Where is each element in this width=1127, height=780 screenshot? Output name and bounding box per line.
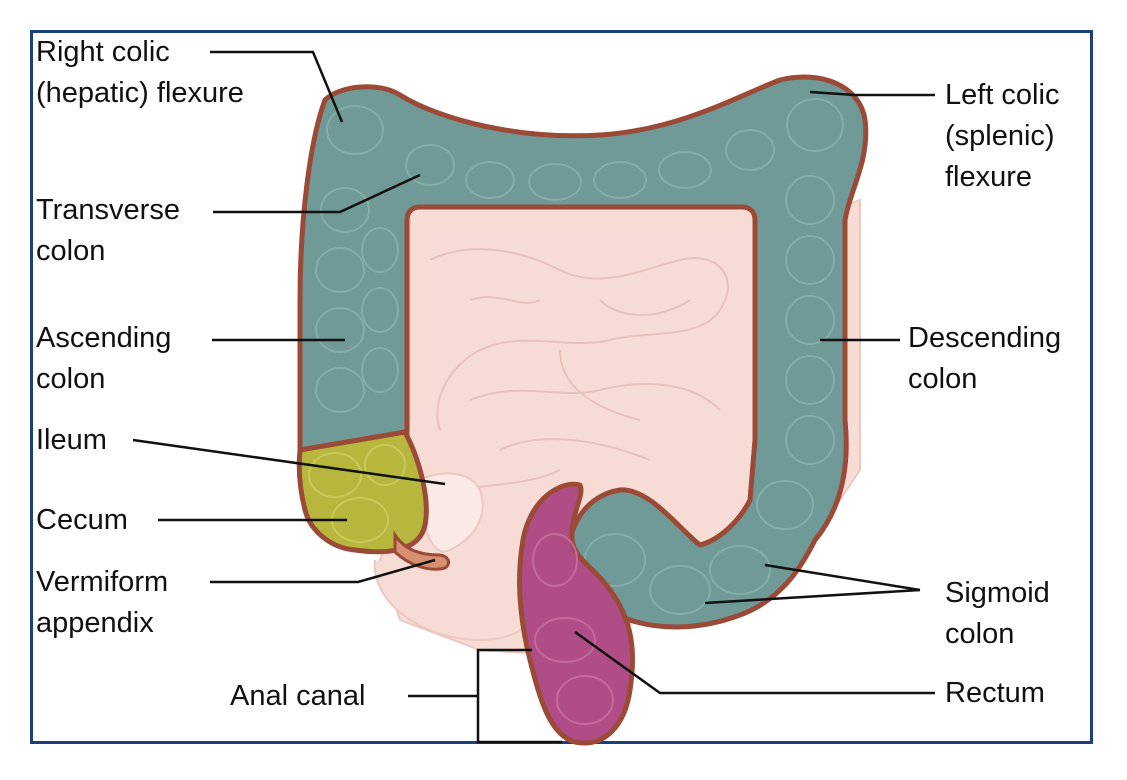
label-line: Ascending [36, 322, 172, 354]
rectum [516, 481, 636, 746]
leader-ileum [132, 438, 446, 486]
label-line: Left colic [945, 79, 1060, 111]
leader-transverse-colon [213, 173, 421, 214]
label-line: Rectum [945, 677, 1045, 709]
label-rectum: Rectum [945, 673, 1045, 714]
label-line: colon [908, 363, 978, 395]
colon [297, 74, 869, 630]
label-transverse-colon: Transverse colon [36, 190, 180, 272]
label-line: (splenic) [945, 120, 1055, 152]
label-line: Anal canal [230, 680, 366, 712]
label-line: Sigmoid [945, 577, 1050, 609]
label-sigmoid-colon: Sigmoid colon [945, 573, 1050, 655]
label-line: colon [945, 618, 1015, 650]
leader-rectum [574, 630, 935, 695]
label-line: Cecum [36, 504, 128, 536]
leader-right-colic-flexure [210, 50, 344, 123]
label-line: appendix [36, 607, 154, 639]
leader-sigmoid-1 [764, 563, 921, 592]
label-line: flexure [945, 161, 1033, 193]
label-line: Transverse [36, 194, 180, 226]
label-line: Vermiform [36, 566, 169, 598]
label-left-colic-flexure: Left colic (splenic) flexure [945, 75, 1059, 198]
label-line: Ileum [36, 424, 107, 456]
label-vermiform-appendix: Vermiform appendix [36, 562, 168, 644]
label-descending-colon: Descending colon [908, 318, 1061, 400]
cecum [296, 429, 429, 555]
label-anal-canal: Anal canal [230, 676, 365, 717]
label-cecum: Cecum [36, 500, 128, 541]
label-line: (hepatic) flexure [36, 77, 244, 109]
label-line: colon [36, 235, 106, 267]
label-right-colic-flexure: Right colic (hepatic) flexure [36, 32, 244, 114]
label-ascending-colon: Ascending colon [36, 318, 171, 400]
label-ileum: Ileum [36, 420, 107, 461]
label-line: Descending [908, 322, 1062, 354]
bracket-anal-canal [476, 648, 562, 744]
leader-left-colic-flexure [809, 90, 935, 97]
leader-lines [132, 50, 935, 744]
label-line: colon [36, 363, 106, 395]
leader-appendix [210, 558, 436, 584]
label-line: Right colic [36, 36, 170, 68]
leader-sigmoid-2 [704, 588, 921, 605]
